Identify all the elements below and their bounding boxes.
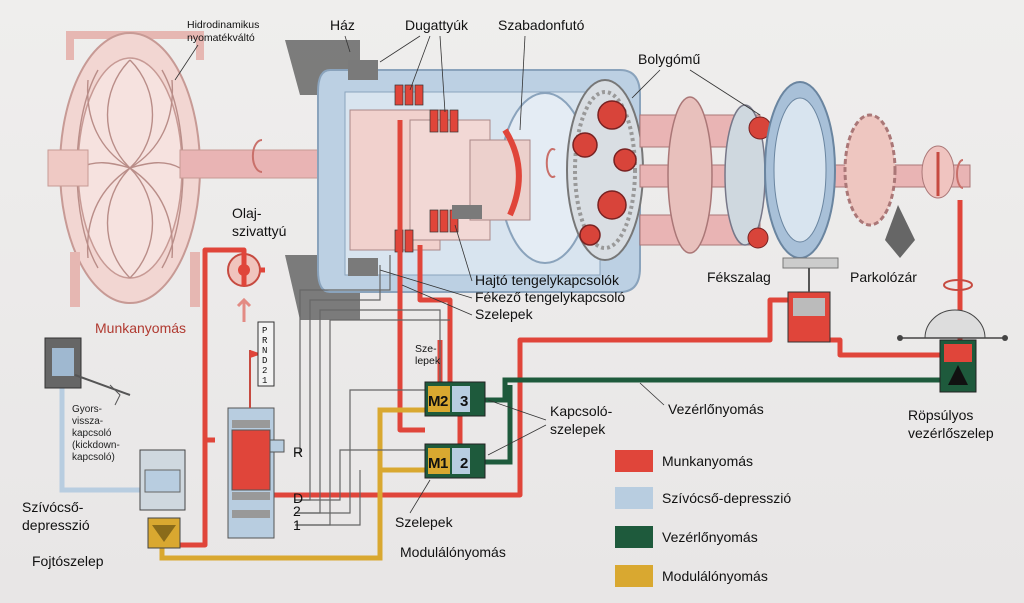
label-valves-top: Szelepek bbox=[475, 306, 534, 322]
label-converter-2: nyomatékváltó bbox=[187, 32, 255, 44]
label-valves-bottom: Szelepek bbox=[395, 514, 454, 530]
control-pressure-lines bbox=[485, 377, 945, 465]
label-throttle-valve: Fojtószelep bbox=[32, 553, 104, 569]
torque-converter bbox=[47, 31, 204, 307]
label-pump-2: szivattyú bbox=[232, 223, 286, 239]
prnd-letters: P R N D 2 1 bbox=[262, 326, 268, 386]
svg-text:Gyors-: Gyors- bbox=[72, 404, 102, 415]
label-vacuum-1: Szívócső- bbox=[22, 499, 84, 515]
legend-vacuum-label: Szívócső-depresszió bbox=[662, 490, 791, 506]
valve23-3: 3 bbox=[460, 393, 468, 410]
label-valves-small-1: Sze- bbox=[415, 343, 437, 355]
selector-port-d: D bbox=[293, 490, 303, 506]
output-shaft bbox=[639, 81, 971, 269]
kickdown-switch bbox=[44, 337, 131, 406]
prnd-indicator bbox=[257, 321, 275, 387]
svg-text:2: 2 bbox=[262, 366, 267, 376]
svg-text:N: N bbox=[262, 346, 267, 356]
selector-port-1: 1 bbox=[293, 517, 301, 533]
selector-port-r: R bbox=[293, 444, 303, 460]
svg-text:D: D bbox=[262, 356, 267, 366]
selector-valve[interactable] bbox=[227, 350, 285, 539]
label-clutch-valves-1: Kapcsoló- bbox=[550, 403, 613, 419]
governor-valve bbox=[897, 279, 1008, 393]
vacuum-modulator bbox=[139, 449, 186, 511]
svg-text:kapcsoló: kapcsoló bbox=[72, 428, 112, 439]
valve12-2: 2 bbox=[460, 455, 468, 472]
label-parking-lock: Parkolózár bbox=[850, 269, 917, 285]
label-pump-1: Olaj- bbox=[232, 205, 262, 221]
svg-text:kapcsoló): kapcsoló) bbox=[72, 452, 115, 463]
label-governor-1: Röpsúlyos bbox=[908, 407, 973, 423]
valve23-2: 2 bbox=[440, 393, 448, 410]
legend-swatch-control bbox=[615, 526, 653, 548]
svg-text:(kickdown-: (kickdown- bbox=[72, 440, 120, 451]
valve12-1: 1 bbox=[440, 455, 448, 472]
svg-text:R: R bbox=[262, 336, 268, 346]
shift-valve-2-3[interactable] bbox=[424, 381, 486, 417]
label-work-pressure: Munkanyomás bbox=[95, 320, 186, 336]
label-vacuum-2: depresszió bbox=[22, 517, 90, 533]
label-freewheel: Szabadonfutó bbox=[498, 17, 585, 33]
vacuum-lines bbox=[59, 380, 140, 493]
legend-modulating-label: Modulálónyomás bbox=[662, 568, 768, 584]
valve12-m: M bbox=[428, 455, 441, 472]
label-governor-2: vezérlőszelep bbox=[908, 425, 994, 441]
svg-text:vissza-: vissza- bbox=[72, 416, 103, 427]
planetary-gear bbox=[566, 79, 644, 261]
label-clutch-valves-2: szelepek bbox=[550, 421, 606, 437]
brake-band-servo bbox=[787, 268, 831, 343]
legend-swatch-modulating bbox=[615, 565, 653, 587]
svg-text:1: 1 bbox=[262, 376, 267, 386]
label-converter-1: Hidrodinamikus bbox=[187, 19, 259, 31]
selector-port-2: 2 bbox=[293, 503, 301, 519]
label-drive-clutches: Hajtó tengelykapcsolók bbox=[475, 272, 620, 288]
legend: Munkanyomás Szívócső-depresszió Vezérlőn… bbox=[615, 450, 791, 587]
legend-work-label: Munkanyomás bbox=[662, 453, 753, 469]
work-pressure-lines bbox=[175, 120, 963, 548]
svg-text:P: P bbox=[262, 326, 267, 336]
label-kickdown: Gyors- vissza- kapcsoló (kickdown- kapcs… bbox=[72, 404, 120, 463]
label-planetary: Bolygómű bbox=[638, 51, 700, 67]
label-brake-band: Fékszalag bbox=[707, 269, 771, 285]
valve23-m: M bbox=[428, 393, 441, 410]
label-modulating-pressure: Modulálónyomás bbox=[400, 544, 506, 560]
throttle-valve bbox=[147, 517, 181, 549]
label-pistons: Dugattyúk bbox=[405, 17, 469, 33]
legend-swatch-vacuum bbox=[615, 487, 653, 509]
label-brake-clutch: Fékező tengelykapcsoló bbox=[475, 289, 625, 305]
label-housing: Ház bbox=[330, 17, 355, 33]
selector-lines bbox=[295, 255, 450, 526]
modulating-pressure-lines bbox=[159, 407, 425, 561]
shift-valve-1-2[interactable] bbox=[424, 443, 486, 479]
legend-control-label: Vezérlőnyomás bbox=[662, 529, 758, 545]
legend-swatch-work bbox=[615, 450, 653, 472]
label-control-pressure: Vezérlőnyomás bbox=[668, 401, 764, 417]
label-valves-small-2: lepek bbox=[415, 355, 441, 367]
